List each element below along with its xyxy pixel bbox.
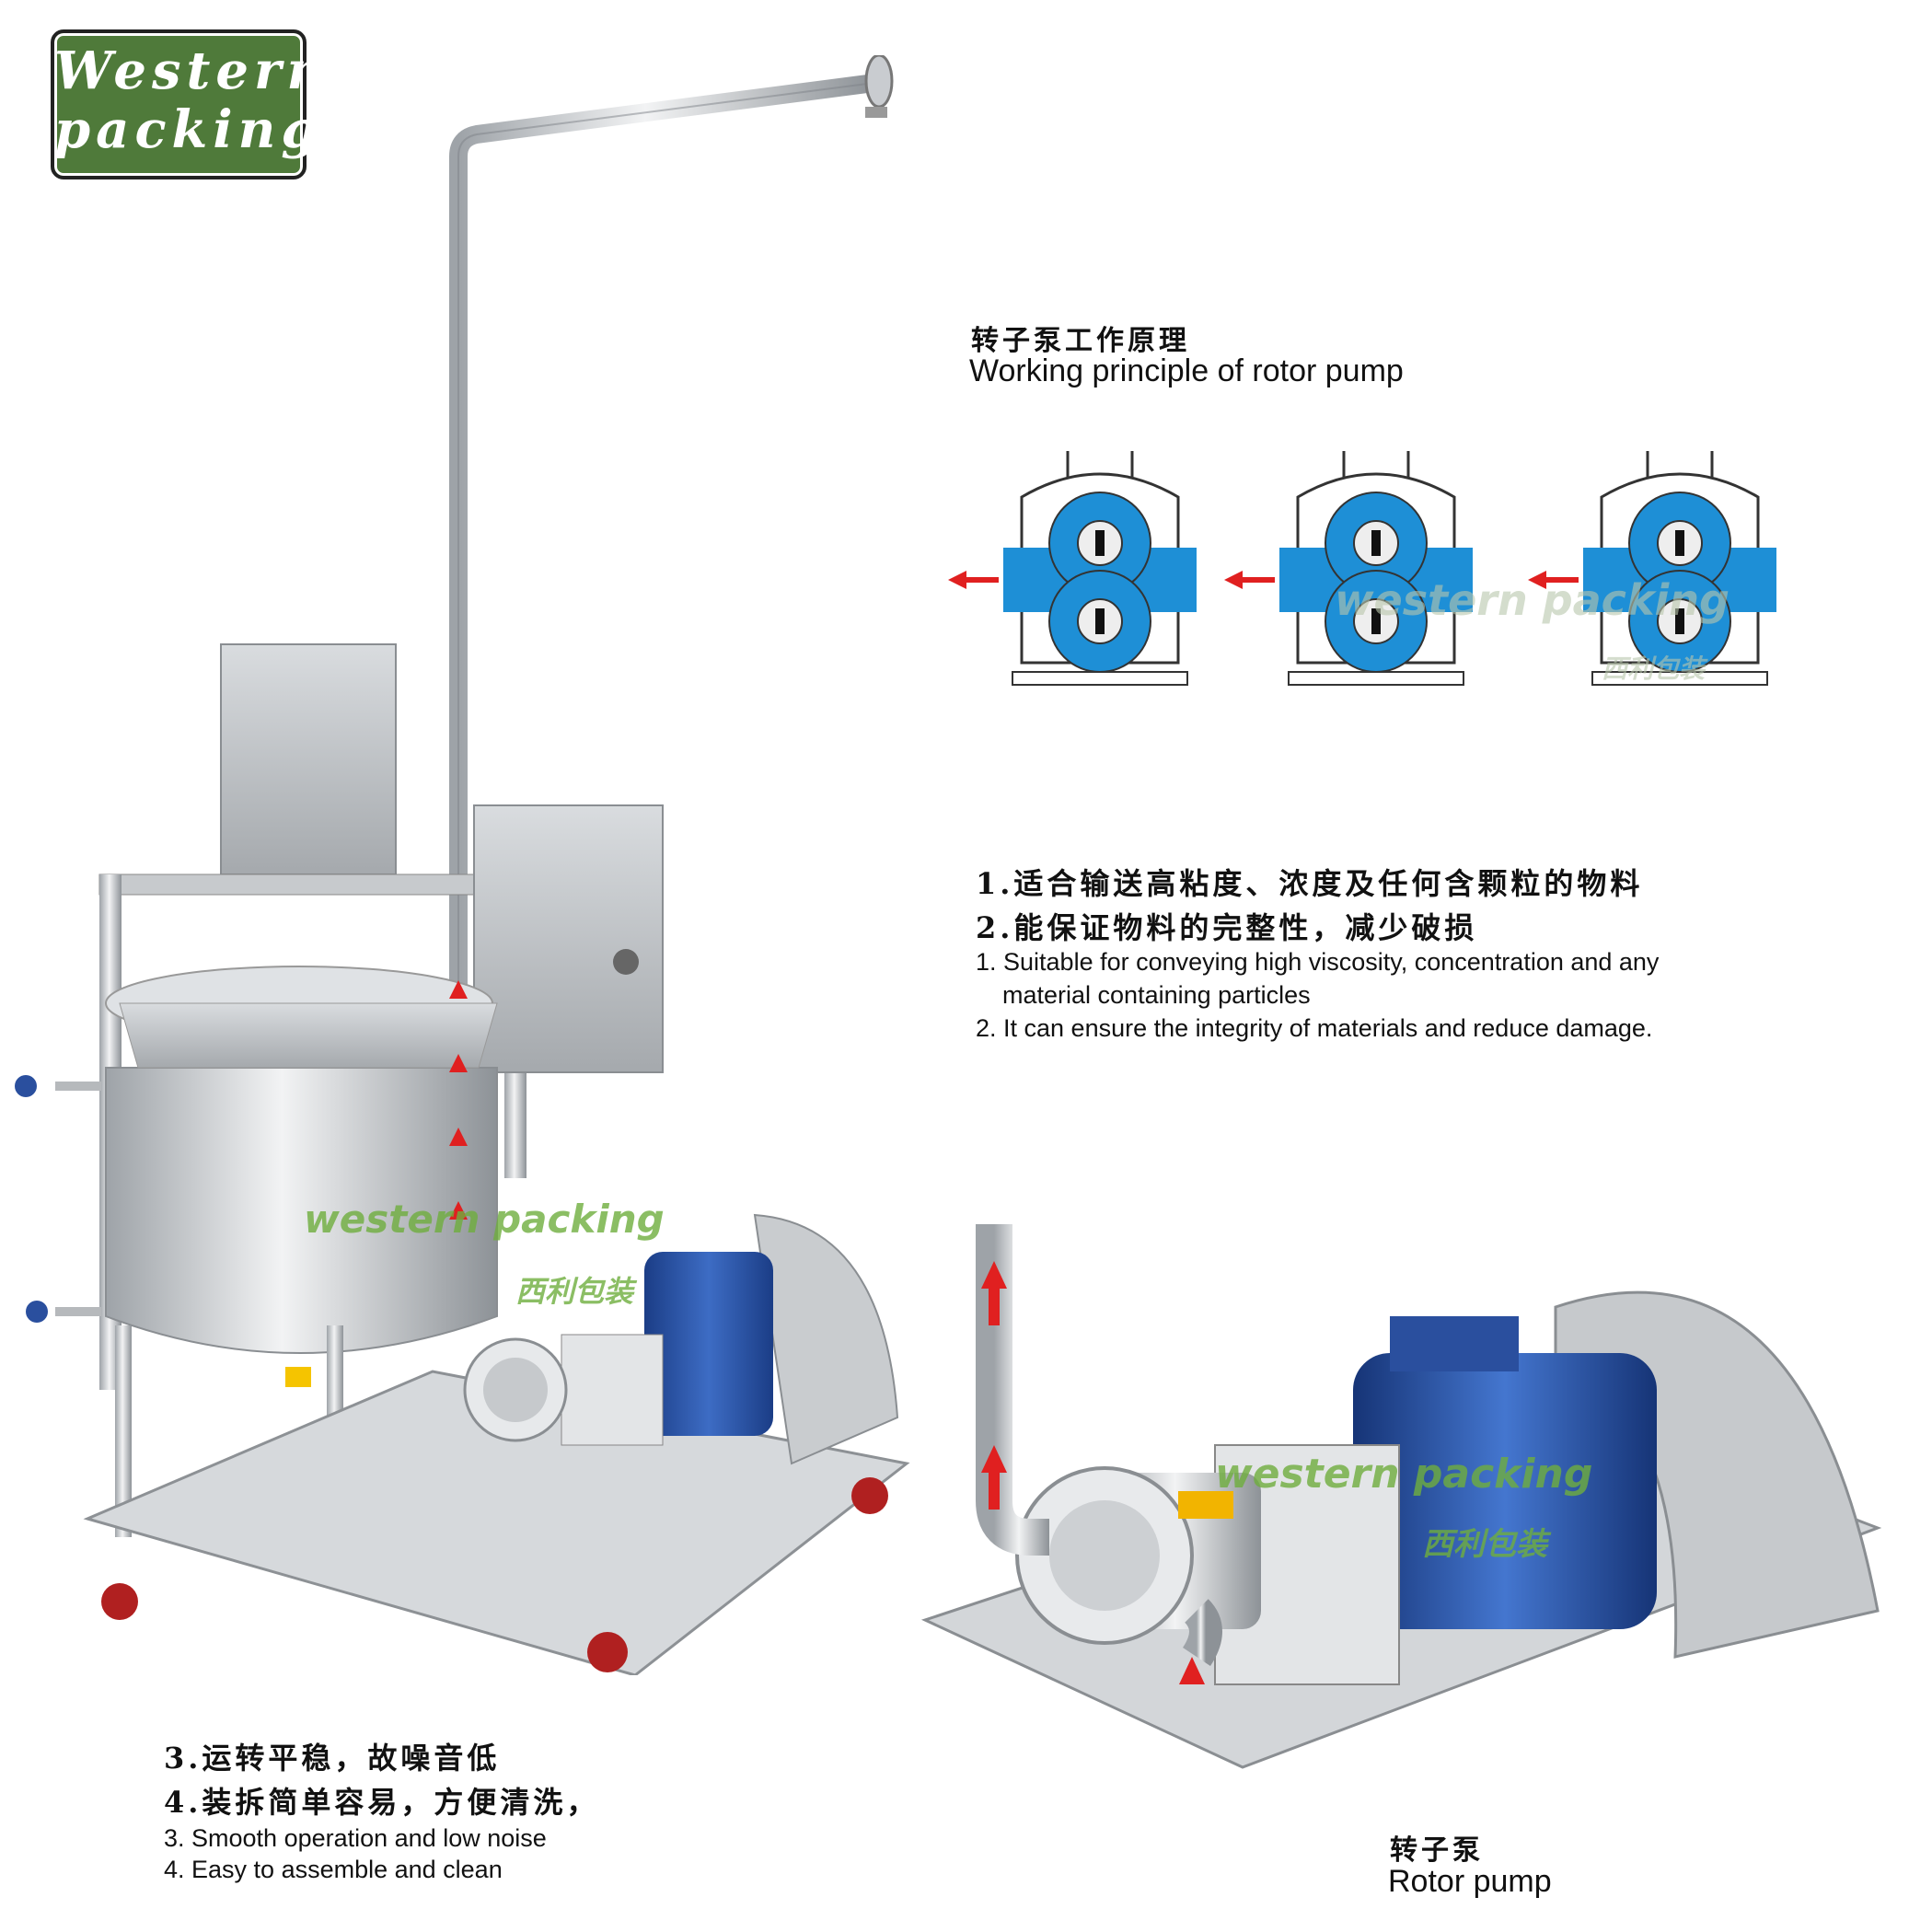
feature-2-cn: 2.能保证物料的完整性，减少破损 bbox=[976, 910, 1478, 945]
principle-title-cn: 转子泵工作原理 bbox=[971, 325, 1190, 357]
watermark-en: western packing bbox=[304, 1197, 665, 1242]
pump-caption-cn: 转子泵 bbox=[1390, 1834, 1484, 1867]
feature-4-cn: 4.装拆简单容易，方便清洗， bbox=[164, 1785, 600, 1820]
feature-2-en: 2. It can ensure the integrity of materi… bbox=[976, 1014, 1653, 1042]
feature-3-en: 3. Smooth operation and low noise bbox=[164, 1824, 547, 1852]
diagram-watermark-en: western packing bbox=[1335, 575, 1730, 625]
feature-4-en: 4. Easy to assemble and clean bbox=[164, 1856, 503, 1883]
watermark-cn: 西利包装 bbox=[515, 1274, 634, 1309]
brand-logo: Western packing bbox=[51, 29, 330, 179]
principle-title-en: Working principle of rotor pump bbox=[969, 353, 1404, 388]
feature-3-cn: 3.运转平稳，故噪音低 bbox=[164, 1741, 501, 1776]
rotor-pump-diagrams bbox=[948, 449, 1778, 687]
closeup-watermark-en: western packing bbox=[1215, 1451, 1593, 1498]
closeup-watermark-cn: 西利包装 bbox=[1422, 1526, 1547, 1563]
logo-line-2: packing bbox=[54, 99, 323, 160]
feature-1-cn: 1.适合输送高粘度、浓度及任何含颗粒的物料 bbox=[976, 866, 1644, 901]
feature-1-en: 1. Suitable for conveying high viscosity… bbox=[976, 948, 1660, 976]
pipe-clamp bbox=[865, 107, 887, 118]
pump-caption-en: Rotor pump bbox=[1388, 1864, 1552, 1899]
rotor-pump-stage-1 bbox=[1003, 451, 1197, 686]
feature-1-en-cont: material containing particles bbox=[1002, 981, 1311, 1009]
logo-line-1: Western bbox=[54, 40, 330, 101]
rotor-pump-closeup bbox=[920, 1224, 1882, 1769]
diagram-watermark-cn: 西利包装 bbox=[1602, 654, 1706, 684]
mixing-machine-illustration bbox=[15, 55, 910, 1675]
